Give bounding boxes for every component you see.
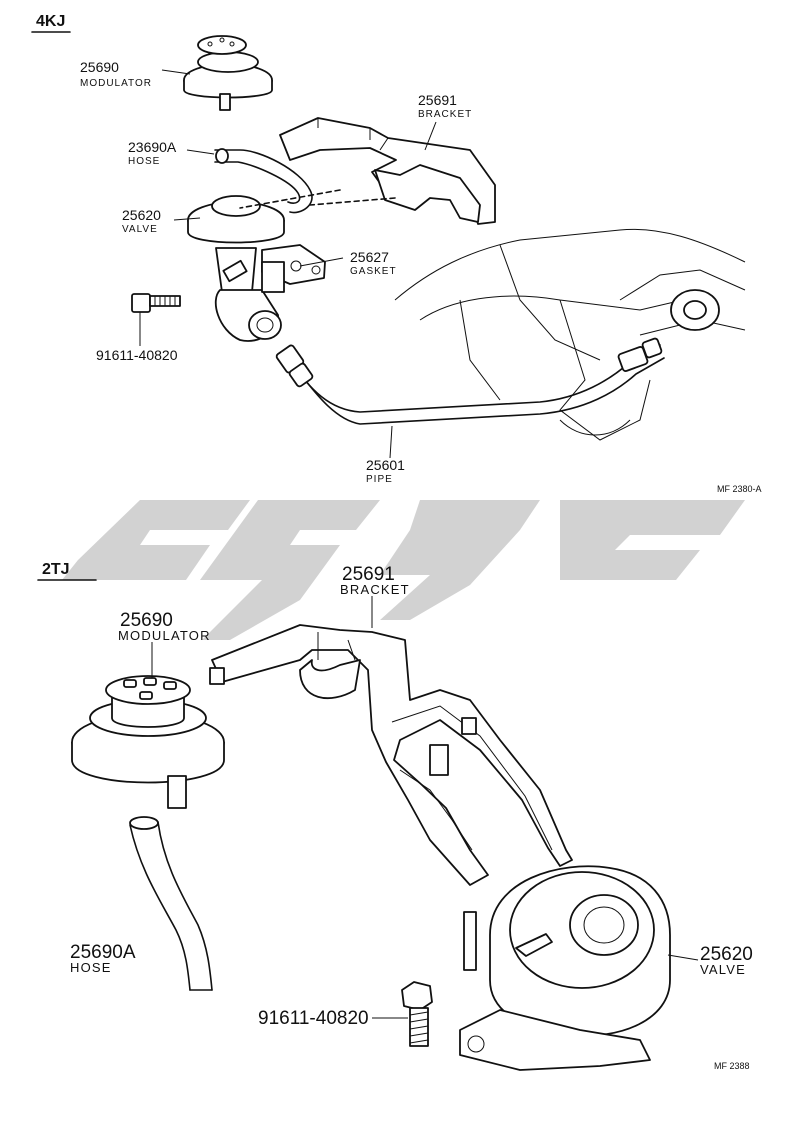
part-number-modulator-lower: 25690 bbox=[120, 610, 173, 631]
part-number-hose-lower: 25690A bbox=[70, 942, 136, 963]
labels-upper: 25690 MODULATOR 25691 BRACKET 23690A HOS… bbox=[80, 59, 762, 494]
part-name-hose-lower: HOSE bbox=[70, 960, 112, 975]
bolt-lower bbox=[401, 981, 433, 1047]
engine-code-lower: 2TJ bbox=[42, 561, 70, 578]
gasket-upper bbox=[261, 244, 326, 293]
labels-lower: 25691 BRACKET 25690 MODULATOR 25690A HOS… bbox=[70, 564, 753, 1071]
section-upper: 4KJ bbox=[31, 13, 762, 494]
watermark-logo bbox=[62, 500, 745, 640]
part-name-gasket-upper: GASKET bbox=[350, 266, 397, 277]
engine-block-outline bbox=[394, 228, 746, 441]
figure-ref-upper: MF 2380-A bbox=[717, 484, 762, 494]
part-number-hose-upper: 23690A bbox=[128, 139, 177, 155]
part-name-pipe-upper: PIPE bbox=[366, 474, 393, 485]
part-number-modulator-upper: 25690 bbox=[80, 59, 119, 75]
part-number-valve-lower: 25620 bbox=[700, 944, 753, 965]
leader-lines-lower bbox=[151, 596, 699, 1019]
part-number-bracket-lower: 25691 bbox=[342, 564, 395, 585]
part-name-valve-lower: VALVE bbox=[700, 962, 746, 977]
part-number-bolt-lower: 91611-40820 bbox=[258, 1008, 369, 1029]
bracket-upper bbox=[239, 117, 496, 225]
part-name-hose-upper: HOSE bbox=[128, 156, 160, 167]
part-name-modulator-lower: MODULATOR bbox=[118, 628, 211, 643]
part-number-gasket-upper: 25627 bbox=[350, 249, 389, 265]
valve-upper bbox=[187, 195, 285, 342]
part-number-pipe-upper: 25601 bbox=[366, 457, 405, 473]
bolt-upper bbox=[131, 293, 181, 313]
engine-code-upper: 4KJ bbox=[36, 13, 65, 30]
figure-ref-lower: MF 2388 bbox=[714, 1061, 750, 1071]
hose-lower bbox=[129, 816, 213, 991]
hose-upper bbox=[214, 148, 313, 214]
section-lower: 2TJ bbox=[37, 561, 753, 1071]
part-number-valve-upper: 25620 bbox=[122, 207, 161, 223]
part-name-valve-upper: VALVE bbox=[122, 224, 158, 235]
pipe-upper bbox=[275, 337, 665, 425]
modulator-upper bbox=[183, 35, 273, 111]
part-name-bracket-lower: BRACKET bbox=[340, 582, 410, 597]
valve-lower bbox=[459, 865, 671, 1071]
modulator-lower bbox=[71, 675, 225, 809]
part-name-bracket-upper: BRACKET bbox=[418, 109, 472, 120]
part-number-bolt-upper: 91611-40820 bbox=[96, 347, 178, 363]
bracket-lower bbox=[209, 624, 573, 886]
part-number-bracket-upper: 25691 bbox=[418, 92, 457, 108]
part-name-modulator-upper: MODULATOR bbox=[80, 78, 152, 89]
leader-lines-upper bbox=[139, 69, 437, 459]
